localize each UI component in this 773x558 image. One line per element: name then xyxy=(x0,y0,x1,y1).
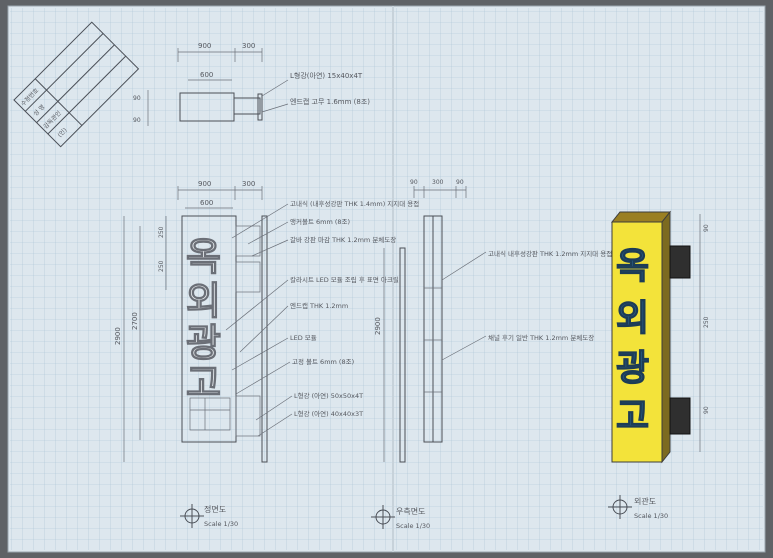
top-dim-side-1: 90 xyxy=(133,95,141,102)
side-view: 90 300 90 2900 고내식 내후성강판 THK 1.2mm 지지대 용… xyxy=(371,179,612,530)
front-note-1: 고내식 (내후성강판 THK 1.4mm) 지지대 용접 xyxy=(290,199,419,208)
front-note-5: 엔드캡 THK 1.2mm xyxy=(290,301,348,310)
front-note-2: 앵커볼트 6mm (8조) xyxy=(290,217,350,226)
front-caption-symbol xyxy=(180,504,204,528)
perspective-view: 옥 외 광 고 90 250 90 외관도 Scale 1/30 xyxy=(608,210,710,520)
front-caption: 정면도 xyxy=(204,504,226,514)
front-leader-lines xyxy=(225,203,293,437)
side-dim-a: 90 xyxy=(410,179,418,186)
persp-dim-1: 90 xyxy=(703,224,710,232)
top-note-2: 엔드캡 고무 1.6mm (8조) xyxy=(290,97,370,106)
side-dim-b: 300 xyxy=(432,179,444,186)
top-dim-inner: 600 xyxy=(200,71,213,79)
persp-dim-3: 90 xyxy=(703,406,710,414)
front-note-7: 고정 볼트 6mm (8조) xyxy=(292,357,354,366)
top-dim-side-2: 90 xyxy=(133,117,141,124)
front-view: 900 300 600 2900 2700 250 250 옥 외 광 고 xyxy=(114,180,419,528)
front-note-4: 칼라시트 LED 모듈 조립 후 표면 아크릴 xyxy=(290,275,399,284)
perspective-bracket-bottom xyxy=(669,397,691,435)
front-sign-char-3: 광 xyxy=(186,321,221,365)
persp-sign-char-4: 고 xyxy=(616,396,649,437)
front-dim-total: 2900 xyxy=(114,327,122,345)
front-note-6: LED 모듈 xyxy=(290,334,317,342)
front-scale: Scale 1/30 xyxy=(204,520,238,528)
perspective-bracket-top xyxy=(669,245,691,279)
front-dim-inner: 600 xyxy=(200,199,213,207)
side-caption: 우측면도 xyxy=(396,506,425,516)
persp-caption-symbol xyxy=(608,495,632,519)
front-dim-total-2: 2700 xyxy=(131,312,139,330)
persp-scale: Scale 1/30 xyxy=(634,512,668,520)
perspective-sign-face xyxy=(611,221,663,463)
front-sign-char-1: 옥 xyxy=(186,235,221,279)
front-note-8: L형강 (아연) 50x50x4T xyxy=(294,391,363,400)
front-note-9: L형강 (아연) 40x40x3T xyxy=(294,409,363,418)
persp-caption: 외관도 xyxy=(634,496,656,506)
side-dim-total: 2900 xyxy=(374,317,382,335)
front-sign-char-4: 고 xyxy=(186,361,221,405)
front-dim-left: 900 xyxy=(198,180,211,188)
front-dim-seg-1: 250 xyxy=(158,226,165,238)
persp-dim-2: 250 xyxy=(703,316,710,328)
side-dim-c: 90 xyxy=(456,179,464,186)
front-sign-char-2: 외 xyxy=(186,279,221,323)
persp-sign-char-3: 광 xyxy=(616,348,649,389)
side-caption-symbol xyxy=(371,505,395,529)
side-note-1: 고내식 내후성강판 THK 1.2mm 지지대 용접 xyxy=(488,249,612,258)
top-dim-right: 300 xyxy=(242,42,255,50)
persp-sign-char-2: 외 xyxy=(616,298,649,339)
side-note-2: 채널 후기 일반 THK 1.2mm 분체도장 xyxy=(488,333,594,342)
side-scale: Scale 1/30 xyxy=(396,522,430,530)
front-dim-seg-2: 250 xyxy=(158,260,165,272)
front-dim-right: 300 xyxy=(242,180,255,188)
top-view: 900 300 600 90 90 L형강(아연) 15x40x4T 엔드캡 고… xyxy=(133,42,370,126)
front-note-3: 갈바 강판 마감 THK 1.2mm 분체도장 xyxy=(290,235,396,244)
persp-sign-char-1: 옥 xyxy=(616,246,649,287)
top-note-1: L형강(아연) 15x40x4T xyxy=(290,71,363,80)
top-dim-left: 900 xyxy=(198,42,211,50)
